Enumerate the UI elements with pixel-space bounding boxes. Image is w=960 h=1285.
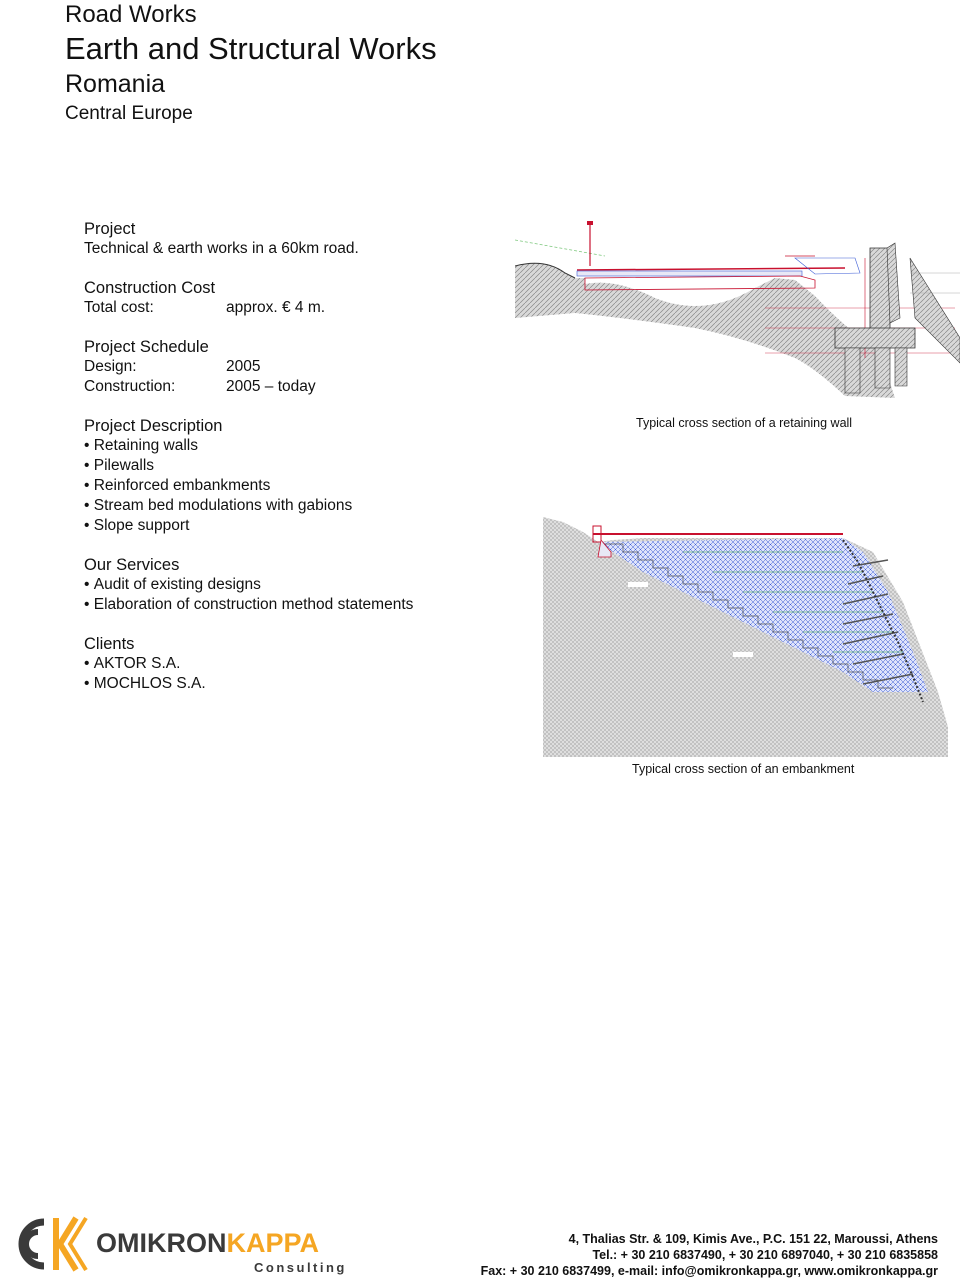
list-item: Reinforced embankments <box>84 476 524 496</box>
retaining-wall-drawing <box>515 221 960 398</box>
schedule-value: 2005 <box>226 358 261 375</box>
schedule-section: Project Schedule Design: 2005 Constructi… <box>84 337 524 397</box>
services-section: Our Services Audit of existing designs E… <box>84 555 524 615</box>
schedule-row: Construction: 2005 – today <box>84 377 524 397</box>
cost-value: approx. € 4 m. <box>226 299 326 316</box>
list-item: Retaining walls <box>84 436 524 456</box>
project-heading: Project <box>84 220 136 238</box>
cost-heading: Construction Cost <box>84 279 216 297</box>
schedule-value: 2005 – today <box>226 378 316 395</box>
address: 4, Thalias Str. & 109, Kimis Ave., P.C. … <box>568 1232 938 1246</box>
schedule-label: Construction: <box>84 378 176 395</box>
list-item: MOCHLOS S.A. <box>84 674 524 694</box>
logo-subtitle: Consulting <box>254 1260 347 1275</box>
list-item: Elaboration of construction method state… <box>84 595 524 615</box>
clients-heading: Clients <box>84 635 135 653</box>
cost-row: Total cost: approx. € 4 m. <box>84 298 524 318</box>
project-section: Project Technical & earth works in a 60k… <box>84 219 524 259</box>
fax-email-web: Fax: + 30 210 6837499, e-mail: info@omik… <box>480 1264 938 1278</box>
list-item: Audit of existing designs <box>84 575 524 595</box>
cost-label: Total cost: <box>84 299 154 316</box>
country: Romania <box>65 70 166 98</box>
company-logo: OMIKRONKAPPA Consulting <box>18 1216 347 1275</box>
retaining-wall-caption: Typical cross section of a retaining wal… <box>636 416 853 430</box>
list-item: AKTOR S.A. <box>84 654 524 674</box>
contact-info: 4, Thalias Str. & 109, Kimis Ave., P.C. … <box>481 1231 938 1279</box>
embankment-caption: Typical cross section of an embankment <box>632 762 855 776</box>
list-item: Pilewalls <box>84 456 524 476</box>
svg-text:OMIKRONKAPPA: OMIKRONKAPPA <box>96 1228 319 1258</box>
list-item: Stream bed modulations with gabions <box>84 496 524 516</box>
cost-section: Construction Cost Total cost: approx. € … <box>84 278 524 318</box>
page-title: Earth and Structural Works <box>65 31 437 66</box>
list-item: Slope support <box>84 516 524 536</box>
services-heading: Our Services <box>84 556 180 574</box>
project-text: Technical & earth works in a 60km road. <box>84 240 359 257</box>
project-details: Project Technical & earth works in a 60k… <box>84 219 524 713</box>
schedule-row: Design: 2005 <box>84 357 524 377</box>
phone: Tel.: + 30 210 6837490, + 30 210 6897040… <box>592 1248 938 1262</box>
schedule-heading: Project Schedule <box>84 338 209 356</box>
clients-section: Clients AKTOR S.A. MOCHLOS S.A. <box>84 634 524 694</box>
embankment-drawing <box>543 517 948 757</box>
region: Central Europe <box>65 103 193 124</box>
description-section: Project Description Retaining walls Pile… <box>84 416 524 536</box>
logo-word-kappa: KAPPA <box>227 1228 320 1258</box>
page-header: Road Works Earth and Structural Works Ro… <box>65 0 437 127</box>
category: Road Works <box>65 1 197 28</box>
logo-word-omikron: OMIKRON <box>96 1228 227 1258</box>
schedule-label: Design: <box>84 358 137 375</box>
description-heading: Project Description <box>84 417 223 435</box>
